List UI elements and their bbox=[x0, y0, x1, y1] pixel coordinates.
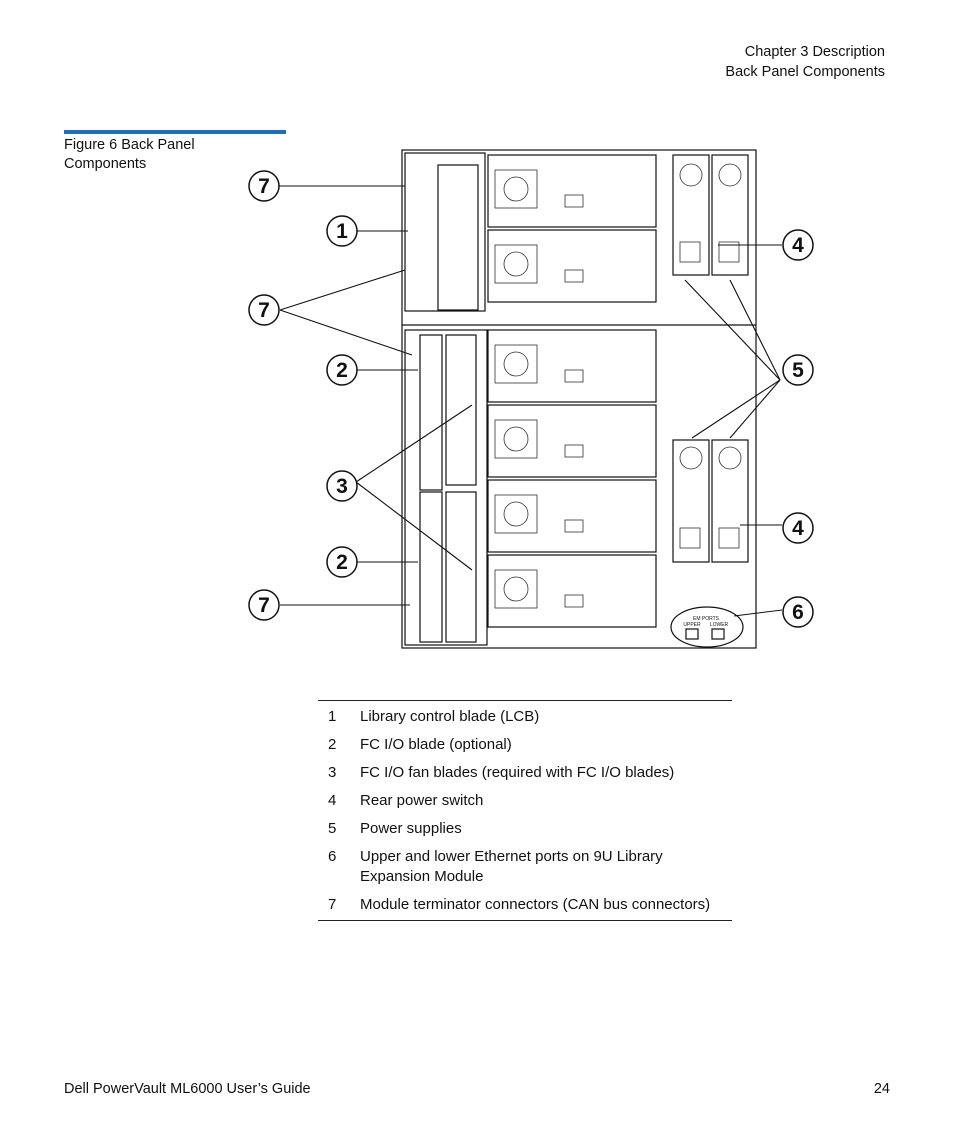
tape-drive bbox=[487, 404, 657, 478]
svg-text:7: 7 bbox=[258, 175, 270, 198]
svg-text:5: 5 bbox=[792, 359, 804, 382]
legend-row: 2 FC I/O blade (optional) bbox=[318, 735, 732, 755]
tape-drive bbox=[487, 229, 657, 303]
legend-text: Library control blade (LCB) bbox=[360, 708, 540, 725]
lower-port-label: LOWER bbox=[710, 622, 729, 628]
tape-drive bbox=[487, 554, 657, 628]
legend-text: Module terminator connectors (CAN bus co… bbox=[360, 895, 711, 913]
io-blade-area bbox=[404, 329, 488, 646]
svg-text:7: 7 bbox=[258, 299, 270, 322]
tape-drive bbox=[487, 329, 657, 403]
chassis-outline bbox=[401, 149, 757, 649]
legend-row: 1 Library control blade (LCB) bbox=[318, 707, 732, 727]
footer-title: Dell PowerVault ML6000 User’s Guide bbox=[64, 1081, 311, 1097]
legend-row: 6 Upper and lower Ethernet ports on 9U L… bbox=[318, 847, 732, 886]
legend-row: 3 FC I/O fan blades (required with FC I/… bbox=[318, 763, 732, 783]
svg-text:7: 7 bbox=[258, 594, 270, 617]
running-header-chapter: Chapter 3 Description bbox=[744, 44, 885, 60]
tape-drive bbox=[487, 479, 657, 553]
svg-text:2: 2 bbox=[336, 359, 348, 382]
legend-number: 2 bbox=[328, 736, 337, 753]
legend-text: Power supplies bbox=[360, 820, 462, 837]
svg-text:6: 6 bbox=[792, 601, 804, 624]
page-number: 24 bbox=[873, 1081, 890, 1097]
power-supply bbox=[672, 439, 710, 563]
legend-row: 7 Module terminator connectors (CAN bus … bbox=[318, 895, 732, 915]
running-header-section: Back Panel Components bbox=[725, 64, 885, 80]
legend-table: 1 Library control blade (LCB) 2 FC I/O b… bbox=[318, 700, 732, 921]
power-supply bbox=[672, 154, 710, 276]
legend-number: 7 bbox=[328, 895, 337, 913]
svg-text:2: 2 bbox=[336, 551, 348, 574]
svg-text:4: 4 bbox=[792, 517, 804, 540]
lcb-blade bbox=[404, 152, 486, 312]
upper-port-label: UPPER bbox=[683, 622, 701, 628]
legend-text: FC I/O blade (optional) bbox=[360, 736, 512, 753]
legend-number: 3 bbox=[328, 764, 337, 781]
figure-caption: Figure 6 Back Panel Components bbox=[64, 137, 195, 172]
tape-drive bbox=[487, 154, 657, 228]
legend-text: Upper and lower Ethernet ports on 9U Lib… bbox=[360, 848, 663, 885]
legend-row: 5 Power supplies bbox=[318, 819, 732, 839]
em-ports-label: EM PORTS bbox=[693, 616, 720, 622]
em-ports-ellipse bbox=[670, 606, 744, 648]
svg-text:1: 1 bbox=[336, 220, 348, 243]
legend-text: Rear power switch bbox=[360, 792, 484, 809]
caption-rule bbox=[64, 130, 286, 134]
power-supply bbox=[711, 439, 749, 563]
legend-number: 1 bbox=[328, 708, 337, 725]
legend-number: 4 bbox=[328, 792, 337, 809]
legend-number: 6 bbox=[328, 848, 337, 865]
back-panel-diagram: 7 1 7 2 3 2 7 4 5 4 6 EM PORTS UPPER LOW… bbox=[248, 149, 814, 649]
legend-text: FC I/O fan blades (required with FC I/O … bbox=[360, 764, 675, 781]
power-supply bbox=[711, 154, 749, 276]
svg-text:3: 3 bbox=[336, 475, 348, 498]
legend-row: 4 Rear power switch bbox=[318, 791, 732, 811]
legend-number: 5 bbox=[328, 820, 337, 837]
svg-text:4: 4 bbox=[792, 234, 804, 257]
back-panel-figure: 7 1 7 2 3 2 7 4 5 4 6 EM PORTS UPPER LOW… bbox=[240, 140, 820, 655]
